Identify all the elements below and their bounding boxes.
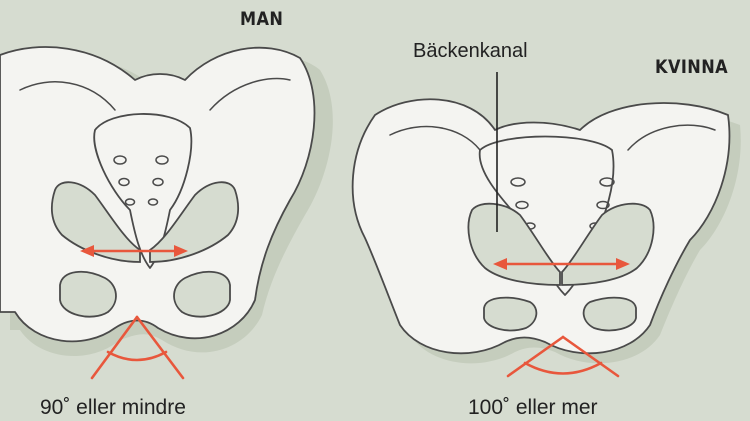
male-iliac-detail-left [19, 81, 116, 111]
female-iliac-detail-right [627, 124, 716, 151]
female-title: KVINNA [655, 56, 729, 78]
male-sacrum [93, 113, 193, 269]
male-angle-label: 90˚ eller mindre [40, 396, 186, 419]
male-title: MAN [240, 8, 284, 30]
male-iliac-detail-right [209, 77, 291, 111]
male-pelvic-inlet [50, 181, 141, 263]
female-obturator-right [582, 296, 637, 332]
female-angle-label: 100˚ eller mer [468, 396, 598, 419]
female-subpubic-angle [506, 335, 620, 378]
male-pelvic-inlet-right [149, 181, 240, 263]
male-sacral-foramina [113, 155, 169, 206]
female-iliac-detail-left [389, 125, 481, 151]
male-obturator-left [59, 270, 117, 318]
female-canal-arrow [493, 258, 630, 270]
male-pelvis [0, 46, 333, 357]
male-obturator-right [173, 270, 231, 318]
pelvic-canal-label: Bäckenkanal [413, 40, 528, 62]
male-subpubic-angle [90, 315, 185, 380]
female-pelvis [351, 98, 741, 364]
male-canal-arrow [80, 245, 188, 257]
female-obturator-left [483, 296, 538, 332]
